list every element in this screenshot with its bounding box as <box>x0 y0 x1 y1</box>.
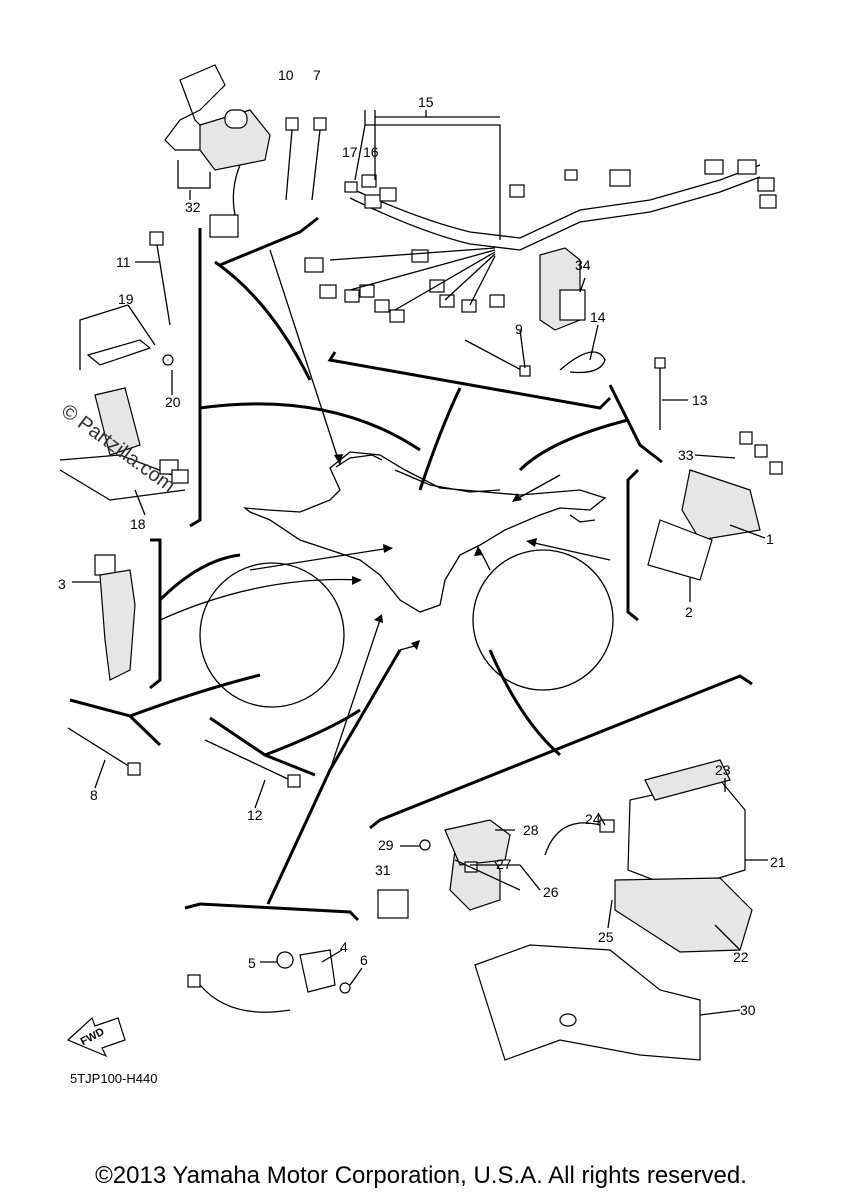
part-14-lead <box>559 351 606 374</box>
callout-7: 7 <box>313 67 321 83</box>
part-19-bracket <box>86 339 174 366</box>
motorcycle-outline <box>199 451 614 708</box>
part-18-rectifier <box>59 387 189 501</box>
part-1-2-ecu <box>647 431 783 581</box>
callout-lines <box>69 216 753 922</box>
callout-24: 24 <box>585 811 601 827</box>
callout-22: 22 <box>733 949 749 965</box>
callout-28: 28 <box>523 822 539 838</box>
callout-19: 19 <box>118 291 134 307</box>
callout-26: 26 <box>543 884 559 900</box>
callout-18: 18 <box>130 516 146 532</box>
diagram-code: 5TJP100-H440 <box>70 1071 158 1086</box>
part-15-wire-harness <box>304 159 777 323</box>
callout-5: 5 <box>248 955 256 971</box>
part-24-lead <box>544 819 615 856</box>
part-34-relay <box>539 247 586 331</box>
part-32-module <box>164 64 271 238</box>
callout-25: 25 <box>598 929 614 945</box>
part-26-28-relays <box>377 819 511 919</box>
callout-23: 23 <box>715 762 731 778</box>
fwd-arrow <box>66 1016 126 1058</box>
callout-30: 30 <box>740 1002 756 1018</box>
copyright-footer: ©2013 Yamaha Motor Corporation, U.S.A. A… <box>95 1162 747 1189</box>
callout-2: 2 <box>685 604 693 620</box>
callout-20: 20 <box>165 394 181 410</box>
callout-17: 17 <box>342 144 358 160</box>
callout-8: 8 <box>90 787 98 803</box>
callout-34: 34 <box>575 257 591 273</box>
callout-10: 10 <box>278 67 294 83</box>
part-30-tray <box>474 944 701 1061</box>
callout-29: 29 <box>378 837 394 853</box>
callout-12: 12 <box>247 807 263 823</box>
label-leaders <box>72 110 768 1016</box>
part-4-sensor <box>187 949 351 1013</box>
callout-32: 32 <box>185 199 201 215</box>
callout-13: 13 <box>692 392 708 408</box>
callout-9: 9 <box>515 321 523 337</box>
callout-14: 14 <box>590 309 606 325</box>
part-9-band <box>464 339 531 377</box>
part-21-battery <box>614 759 753 953</box>
part-cable-ties-top <box>149 117 666 430</box>
callout-21: 21 <box>770 854 786 870</box>
callout-4: 4 <box>340 939 348 955</box>
callout-3: 3 <box>58 576 66 592</box>
part-3-coil <box>94 554 136 681</box>
callout-27: 27 <box>496 856 512 872</box>
callout-11: 11 <box>116 254 131 270</box>
part-8-12-ties <box>67 727 301 788</box>
arrow-leaders <box>159 249 611 771</box>
callout-15: 15 <box>418 94 434 110</box>
callout-33: 33 <box>678 447 694 463</box>
callout-31: 31 <box>375 862 391 878</box>
callout-1: 1 <box>766 531 774 547</box>
callout-6: 6 <box>360 952 368 968</box>
callout-16: 16 <box>363 144 379 160</box>
